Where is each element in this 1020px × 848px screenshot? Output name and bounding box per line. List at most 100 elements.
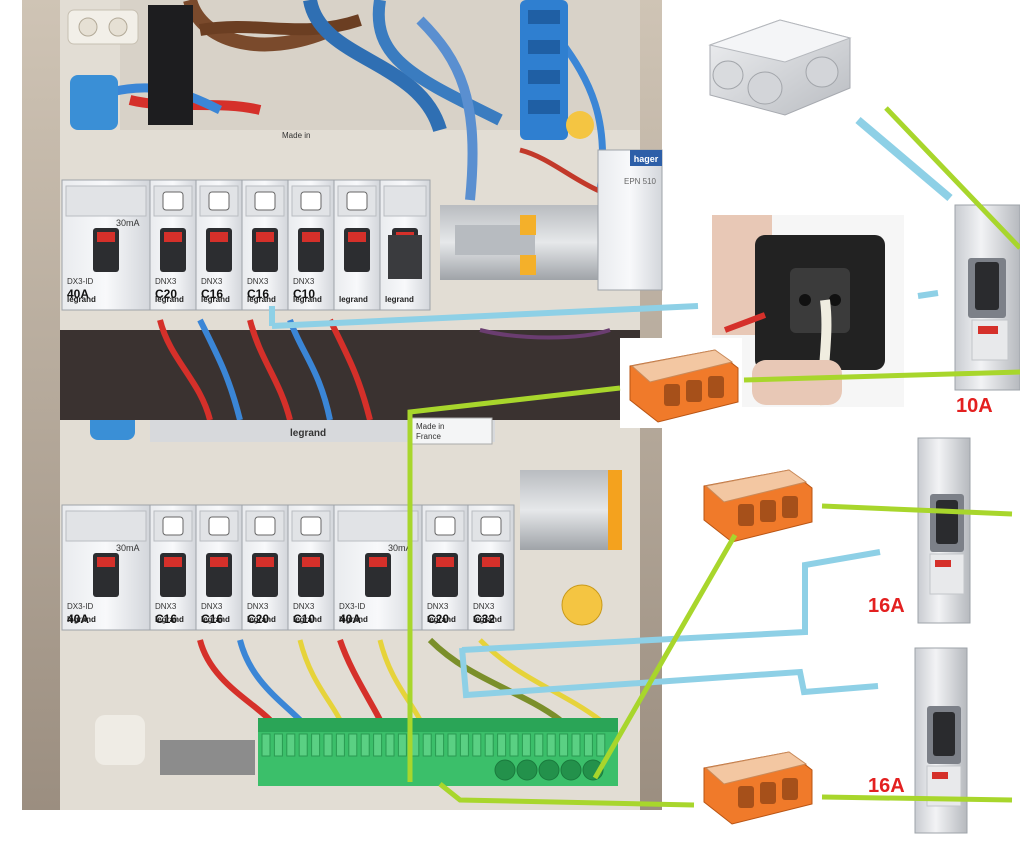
terminal-tooth [397,733,407,757]
module-rating-text: C16 [201,287,223,301]
hager-model-text: EPN 510 [624,177,657,186]
terminal-screw [538,759,560,781]
made-in-text: Made in [416,422,444,431]
module-rating-text: C20 [155,287,177,301]
terminal-tooth [596,733,606,757]
module-model-text: DNX3 [473,602,495,611]
terminal-tooth [447,733,457,757]
module-brand-text: legrand [385,295,414,304]
neutral-earth-wires [407,106,1020,808]
terminal-block-bottom-left [95,715,145,765]
module-brand-text: legrand [473,615,502,624]
wiring-gap [60,330,640,420]
terminal-block-top-left [67,5,193,125]
module-rating-text: C20 [427,612,449,626]
terminal-tooth [546,733,556,757]
module-brand-text: legrand [293,615,322,624]
module-model-text: DNX3 [247,277,269,286]
earth-wire-10a [743,369,1020,383]
earth-wire-16a-2 [821,794,1013,803]
module-brand-text: legrand [201,295,230,304]
module-model-text: DNX3 [201,602,223,611]
light-icon [300,191,322,211]
cooktop-icon [480,516,502,536]
country-text: France [416,432,441,441]
breaker-10a-photo [954,204,1020,391]
washer-icon [254,516,276,536]
live-wires [269,116,953,699]
terminal-tooth [385,733,395,757]
made-in-label: Made in France [409,417,493,445]
outlet-icon [162,516,184,536]
module-brand-text: legrand [427,615,456,624]
module-model-text: DX3-ID [67,602,93,611]
junction-box-photo [695,0,855,120]
module-rating-text: C16 [247,287,269,301]
terminal-screw [516,759,538,781]
bell-icon [346,191,368,211]
module-model-text: DNX3 [293,602,315,611]
live-wire-switch [271,303,699,329]
earth-wire-main [407,385,621,782]
earth-wire-diag [592,533,738,780]
module-rating-text: C10 [293,287,315,301]
module-rating-text: C32 [473,612,495,626]
breaker-label-16a-2: 16A [868,775,905,797]
terminal-tooth [360,733,370,757]
hager-brand-text: hager [634,154,659,164]
breaker-row-bottom: DX3-ID40A30mAlegrandDNX3C16legrandDNX3C1… [61,504,515,631]
outlet-icon [208,516,230,536]
light-icon [300,516,322,536]
terminal-tooth [472,733,482,757]
wire-bundle-middle [157,318,611,421]
module-model-text: DNX3 [155,602,177,611]
module-model-text: DX3-ID [339,602,365,611]
electrical-panel: DX3-ID40A30mAlegrandDNX3C20legrandDNX3C1… [22,0,663,810]
earth-terminal-block [258,718,618,786]
breaker-module: legrand [333,179,381,311]
breaker-16a-photo-2 [914,647,968,834]
terminal-tooth [323,733,333,757]
terminal-tooth [509,733,519,757]
legrand-strip-text: legrand [290,428,326,439]
terminal-tooth [261,733,271,757]
terminal-screw [494,759,516,781]
terminal-tooth [422,733,432,757]
wago-connector [694,740,816,830]
outlet-icon [208,191,230,211]
module-trip-text: 30mA [116,543,140,553]
terminal-tooth [335,733,345,757]
module-model-text: DNX3 [155,277,177,286]
wago-connector [694,458,816,548]
module-brand-text: legrand [293,295,322,304]
terminal-tooth [484,733,494,757]
terminal-tooth [286,733,296,757]
live-wire-16a-1 [461,549,881,653]
module-brand-text: legrand [247,295,276,304]
terminal-tooth [298,733,308,757]
terminal-tooth [583,733,593,757]
heater-icon [162,191,184,211]
module-model-text: DNX3 [247,602,269,611]
terminal-tooth [534,733,544,757]
outlet-icon [254,191,276,211]
terminal-tooth [559,733,569,757]
module-rating-text: 40A [67,612,89,626]
terminal-tooth [521,733,531,757]
module-brand-text: legrand [247,615,276,624]
blue-clamp-top [70,75,118,130]
module-trip-text: 30mA [116,218,140,228]
terminal-tooth [311,733,321,757]
module-rating-text: C16 [201,612,223,626]
